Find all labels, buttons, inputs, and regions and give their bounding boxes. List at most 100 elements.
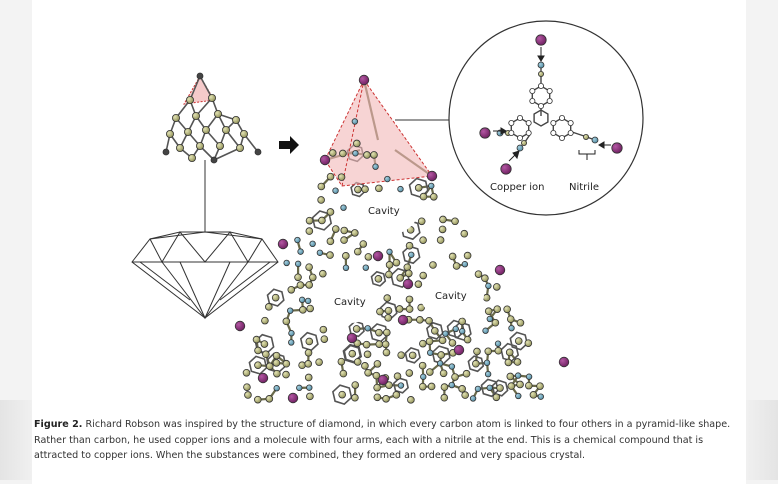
network-atom: [405, 241, 414, 250]
network-atom: [374, 275, 383, 283]
network-atom: [484, 370, 492, 378]
cavity-right-region: [420, 271, 484, 319]
network-atom: [340, 226, 349, 235]
network-atom: [506, 315, 515, 323]
network-atom: [282, 359, 291, 368]
carbon-atom: [538, 71, 545, 78]
network-atom: [353, 358, 362, 366]
network-atom: [494, 340, 502, 347]
network-atom: [507, 382, 516, 390]
cavity-right-label: Cavity: [435, 291, 467, 302]
network-atom: [395, 305, 404, 313]
network-atom: [439, 369, 448, 378]
network-atom: [458, 317, 466, 326]
nitrogen-atom: [537, 61, 545, 69]
network-atom: [385, 270, 393, 279]
network-atom: [288, 330, 295, 337]
network-atom: [405, 295, 414, 304]
lattice-atom: [235, 143, 244, 152]
network-atom: [362, 264, 370, 271]
cavity-top-region: [349, 192, 417, 236]
network-atom: [363, 350, 372, 359]
network-atom: [485, 282, 492, 290]
network-atom: [385, 261, 394, 269]
lattice-atom: [162, 148, 170, 156]
network-atom: [297, 248, 304, 255]
network-atom: [448, 339, 457, 347]
carbon-atom: [508, 129, 515, 136]
nitrogen-atom: [516, 144, 524, 152]
network-atom: [317, 182, 326, 191]
copper-ion: [402, 278, 414, 290]
figure-caption: Figure 2. Richard Robson was inspired by…: [34, 417, 734, 464]
network-atom: [306, 304, 314, 313]
network-atom: [340, 204, 347, 211]
diamond-lattice: [162, 72, 262, 248]
network-atom: [493, 305, 502, 313]
network-atom: [452, 262, 461, 270]
network-atom: [486, 384, 493, 392]
network-atom: [304, 360, 313, 368]
network-atom: [348, 349, 357, 358]
network-atom: [287, 307, 294, 314]
network-atom: [438, 225, 447, 234]
network-atom: [326, 172, 335, 181]
lattice-atom: [201, 126, 210, 135]
network-atom: [273, 385, 280, 392]
network-atom: [514, 337, 523, 345]
network-atom: [304, 373, 313, 382]
network-atom: [405, 369, 414, 377]
copper-ion-label: Copper ion: [490, 182, 544, 193]
network-atom: [458, 385, 466, 393]
network-atom: [362, 340, 371, 349]
carbon-atom: [525, 120, 532, 127]
network-atom: [416, 316, 424, 324]
network-atom: [429, 261, 437, 269]
network-atom: [393, 372, 402, 381]
network-atom: [425, 316, 433, 325]
network-atom: [442, 330, 449, 337]
lattice-atom: [210, 156, 218, 164]
network-atom: [262, 350, 270, 359]
network-atom: [503, 305, 511, 314]
network-atom: [438, 336, 447, 345]
network-atom: [419, 271, 428, 280]
carbon-atom: [508, 120, 515, 127]
network-atom: [537, 393, 544, 400]
network-atom: [418, 361, 427, 370]
network-atom: [516, 380, 524, 389]
crystal-network: Cavity Cavity Cavity: [234, 74, 570, 406]
network-atom: [417, 303, 425, 312]
copper-ion: [234, 320, 246, 332]
network-atom: [376, 307, 384, 316]
network-atom: [474, 270, 483, 278]
carbon-atom: [529, 98, 536, 105]
network-atom: [288, 339, 295, 346]
network-atom: [392, 391, 401, 399]
network-atom: [383, 328, 391, 337]
nitrile-label: Nitrile: [569, 182, 599, 193]
network-atom: [309, 240, 316, 248]
network-atom: [304, 297, 312, 305]
network-atom: [287, 286, 296, 294]
network-atom: [427, 382, 436, 391]
network-atom: [364, 368, 372, 377]
network-atom: [419, 192, 428, 201]
copper-ion: [479, 127, 491, 139]
network-atom: [337, 357, 346, 366]
network-atom: [318, 216, 326, 225]
network-atom: [351, 381, 360, 389]
right-arrow-icon: [279, 136, 299, 154]
network-atom: [451, 217, 459, 226]
lattice-atom: [175, 143, 184, 152]
network-atom: [273, 369, 281, 378]
network-atom: [491, 318, 500, 327]
network-atom: [272, 351, 281, 360]
network-atom: [419, 236, 427, 244]
network-atom: [397, 185, 404, 193]
carbon-atom: [583, 133, 590, 140]
network-atom: [254, 361, 262, 369]
network-atom: [261, 316, 269, 325]
network-atom: [496, 384, 504, 392]
lattice-atom: [183, 127, 192, 136]
